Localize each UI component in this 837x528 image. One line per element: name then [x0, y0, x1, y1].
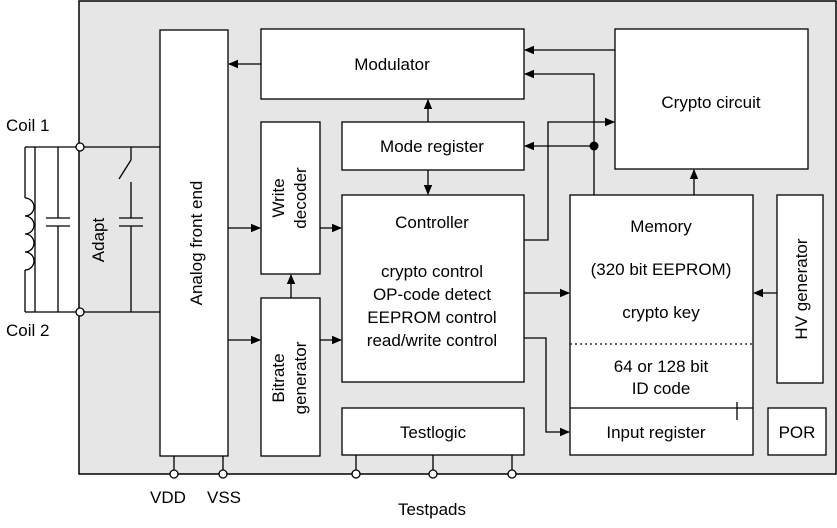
por-label: POR — [779, 423, 816, 442]
modulator-block — [260, 28, 525, 100]
pad-vss — [218, 469, 228, 479]
coil-network — [24, 146, 80, 313]
modulator-label: Modulator — [354, 55, 430, 74]
vss-label: VSS — [207, 488, 241, 507]
controller-line-2: OP-code detect — [373, 285, 491, 304]
write-decoder-label-1: Write — [269, 178, 288, 217]
por-block — [767, 407, 827, 456]
hv-generator-label: HV generator — [792, 238, 811, 339]
crypto-key-label: crypto key — [622, 303, 700, 322]
input-register-label: Input register — [606, 423, 706, 442]
id-code-label-2: ID code — [632, 379, 691, 398]
pad-vdd — [169, 469, 179, 479]
vdd-label: VDD — [150, 488, 186, 507]
bus-junction-node — [589, 141, 599, 151]
terminal-coil2 — [75, 307, 85, 317]
memory-label: Memory — [630, 217, 692, 236]
mode-register-label: Mode register — [380, 137, 484, 156]
analog-front-end-label: Analog front end — [187, 181, 206, 306]
crypto-circuit-block — [614, 28, 809, 170]
arrow-controller-to-crypto — [524, 117, 615, 241]
coil2-label: Coil 2 — [6, 321, 49, 340]
arrow-controller-to-input-register — [524, 337, 570, 437]
controller-line-4: read/write control — [367, 331, 497, 350]
testlogic-block — [341, 407, 525, 456]
write-decoder-label-2: decoder — [291, 167, 310, 229]
controller-line-3: EEPROM control — [367, 308, 496, 327]
coil1-label: Coil 1 — [6, 116, 49, 135]
id-code-label-1: 64 or 128 bit — [614, 357, 709, 376]
arrow-memory-to-modulator — [524, 69, 595, 195]
bitrate-generator-block — [260, 297, 321, 457]
mode-register-block — [341, 121, 525, 171]
pad-test-1 — [351, 469, 361, 479]
adapt-switch-icon — [118, 159, 132, 180]
adapt-label: Adapt — [89, 218, 108, 263]
crypto-circuit-label: Crypto circuit — [661, 93, 760, 112]
pad-terminals — [169, 469, 517, 479]
adapt-network — [84, 146, 160, 313]
hv-generator-block — [776, 194, 824, 384]
analog-front-end-block — [159, 29, 229, 457]
controller-label: Controller — [395, 213, 469, 232]
testlogic-label: Testlogic — [400, 423, 467, 442]
bitrate-generator-label-2: generator — [291, 341, 310, 414]
controller-block — [341, 194, 525, 383]
pad-test-2 — [428, 469, 438, 479]
coil-inductor-icon — [24, 197, 35, 271]
controller-line-1: crypto control — [381, 262, 483, 281]
bitrate-generator-label-1: Bitrate — [269, 353, 288, 402]
signal-connections — [173, 45, 777, 470]
pad-test-3 — [507, 469, 517, 479]
memory-block — [569, 194, 754, 456]
testpads-label: Testpads — [398, 500, 466, 519]
memory-size-label: (320 bit EEPROM) — [591, 260, 732, 279]
write-decoder-block — [260, 121, 321, 275]
terminal-coil1 — [75, 142, 85, 152]
